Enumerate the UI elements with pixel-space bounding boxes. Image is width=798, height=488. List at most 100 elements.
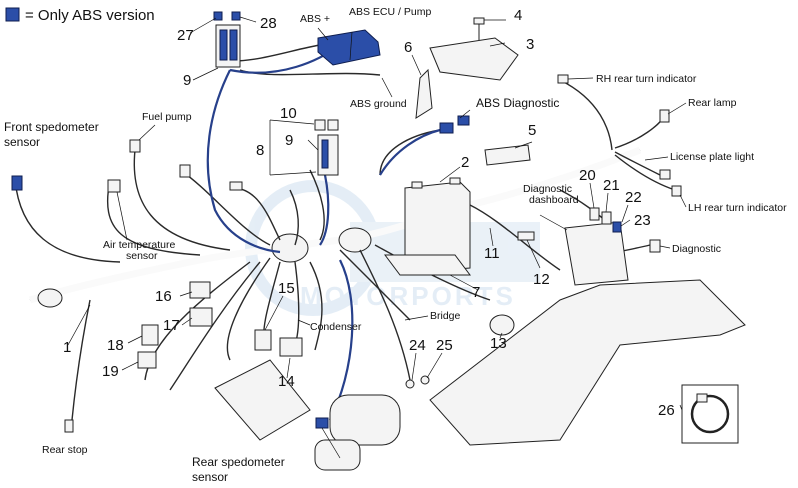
starter-motor	[314, 394, 401, 471]
fuel-pump-connector	[129, 139, 141, 153]
part-number: 7	[472, 284, 480, 301]
rear-stop-connector	[64, 419, 74, 433]
label-diagnostic-dashboard-2: dashboard	[529, 194, 579, 206]
part-16-relay	[189, 281, 211, 299]
part-20	[589, 207, 600, 221]
rh-turn-connector	[557, 74, 569, 84]
abs-ecu-pump	[317, 29, 381, 66]
part-19-relay	[137, 351, 157, 369]
abs-connector-9-middle	[314, 119, 339, 176]
label-abs-diagnostic: ABS Diagnostic	[476, 96, 559, 110]
part-number: 8	[256, 142, 264, 159]
rear-frame	[429, 279, 746, 446]
part-27	[213, 11, 223, 21]
label-abs-ecu-pump: ABS ECU / Pump	[349, 6, 431, 18]
label-diagnostic-dashboard-1: Diagnostic	[523, 183, 572, 195]
label-rear-stop: Rear stop	[42, 444, 88, 456]
label-bridge: Bridge	[430, 310, 461, 322]
part-number: 12	[533, 271, 550, 288]
label-fuel-pump: Fuel pump	[142, 111, 192, 123]
label-license-plate: License plate light	[670, 151, 754, 163]
part-10b	[327, 119, 339, 131]
part-18-relay	[141, 324, 159, 346]
part-number: 24	[409, 337, 426, 354]
legend-text: = Only ABS version	[25, 7, 155, 24]
air-temp-sensor	[107, 179, 121, 193]
label-diagnostic: Diagnostic	[672, 243, 721, 255]
harness-junction	[271, 233, 309, 263]
part-number: 1	[63, 339, 71, 356]
connector-b	[229, 181, 243, 191]
part-numbers: 1 2 3 4 5 6 7 8 9 9 10 11 12 13 14 15 16…	[63, 7, 675, 419]
diagnostic-connector	[649, 239, 661, 253]
part-21	[601, 211, 612, 225]
part-14-box	[214, 359, 311, 441]
part-10a	[314, 119, 326, 131]
label-rear-lamp: Rear lamp	[688, 97, 737, 109]
front-speedo-sensor-connector	[11, 175, 23, 191]
label-front-speedo-1: Front spedometer	[4, 120, 99, 134]
part-number: 10	[280, 105, 297, 122]
part-23	[612, 221, 622, 233]
rear-lamp-connector	[659, 109, 670, 123]
part-number: 20	[579, 167, 596, 184]
part-number: 18	[107, 337, 124, 354]
part-number: 26	[658, 402, 675, 419]
label-rh-rear-turn: RH rear turn indicator	[596, 73, 697, 85]
watermark-text: MOTORPORTS	[300, 281, 516, 311]
legend: = Only ABS version	[5, 7, 155, 24]
part-number: 3	[526, 36, 534, 53]
legend-swatch	[5, 7, 20, 22]
connector-a	[179, 164, 191, 178]
label-rear-speedo-2: sensor	[192, 470, 228, 484]
label-air-temp-2: sensor	[126, 250, 158, 262]
part-12	[517, 231, 535, 241]
part-7	[384, 254, 471, 276]
label-lh-rear-turn: LH rear turn indicator	[688, 202, 787, 214]
labels: ABS + ABS ECU / Pump ABS ground ABS Diag…	[4, 6, 787, 484]
part-number: 9	[285, 132, 293, 149]
label-air-temp-1: Air temperature	[103, 239, 176, 251]
label-condenser: Condenser	[310, 321, 362, 333]
part-number: 19	[102, 363, 119, 380]
part-number: 11	[484, 245, 500, 262]
part-24	[405, 379, 415, 389]
part-15-relay	[254, 329, 272, 351]
part-number: 4	[514, 7, 522, 24]
part-28	[231, 11, 241, 21]
leader-lines	[67, 16, 687, 459]
part-number: 21	[603, 177, 620, 194]
label-front-speedo-2: sensor	[4, 135, 40, 149]
part-number: 6	[404, 39, 412, 56]
rear-speedo-sensor-connector	[315, 417, 329, 429]
part-number: 9	[183, 72, 191, 89]
part-number: 2	[461, 154, 469, 171]
label-abs-ground: ABS ground	[350, 98, 407, 110]
part-number: 15	[278, 280, 295, 297]
main-harness	[28, 146, 642, 308]
part-number: 23	[634, 212, 651, 229]
part-number: 16	[155, 288, 172, 305]
label-rear-speedo-1: Rear spedometer	[192, 455, 285, 469]
part-number: 17	[163, 317, 180, 334]
abs-connector-9-top	[213, 11, 241, 68]
part-number: 13	[490, 335, 507, 352]
label-abs-plus: ABS +	[300, 13, 330, 25]
part-number: 27	[177, 27, 194, 44]
lh-turn-connector	[671, 185, 682, 197]
abs-diagnostic-connector	[439, 115, 470, 134]
part-number: 22	[625, 189, 642, 206]
part-number: 25	[436, 337, 453, 354]
part-6-strap	[415, 68, 433, 119]
part-3-bracket	[429, 37, 519, 81]
part-number: 28	[260, 15, 277, 32]
part-26-clamp-box	[681, 384, 739, 444]
part-17-relay	[189, 307, 213, 327]
part-13	[489, 314, 515, 336]
harness-end	[37, 288, 63, 308]
part-number: 5	[528, 122, 536, 139]
part-5	[484, 144, 531, 166]
part-4-screw	[473, 17, 485, 40]
